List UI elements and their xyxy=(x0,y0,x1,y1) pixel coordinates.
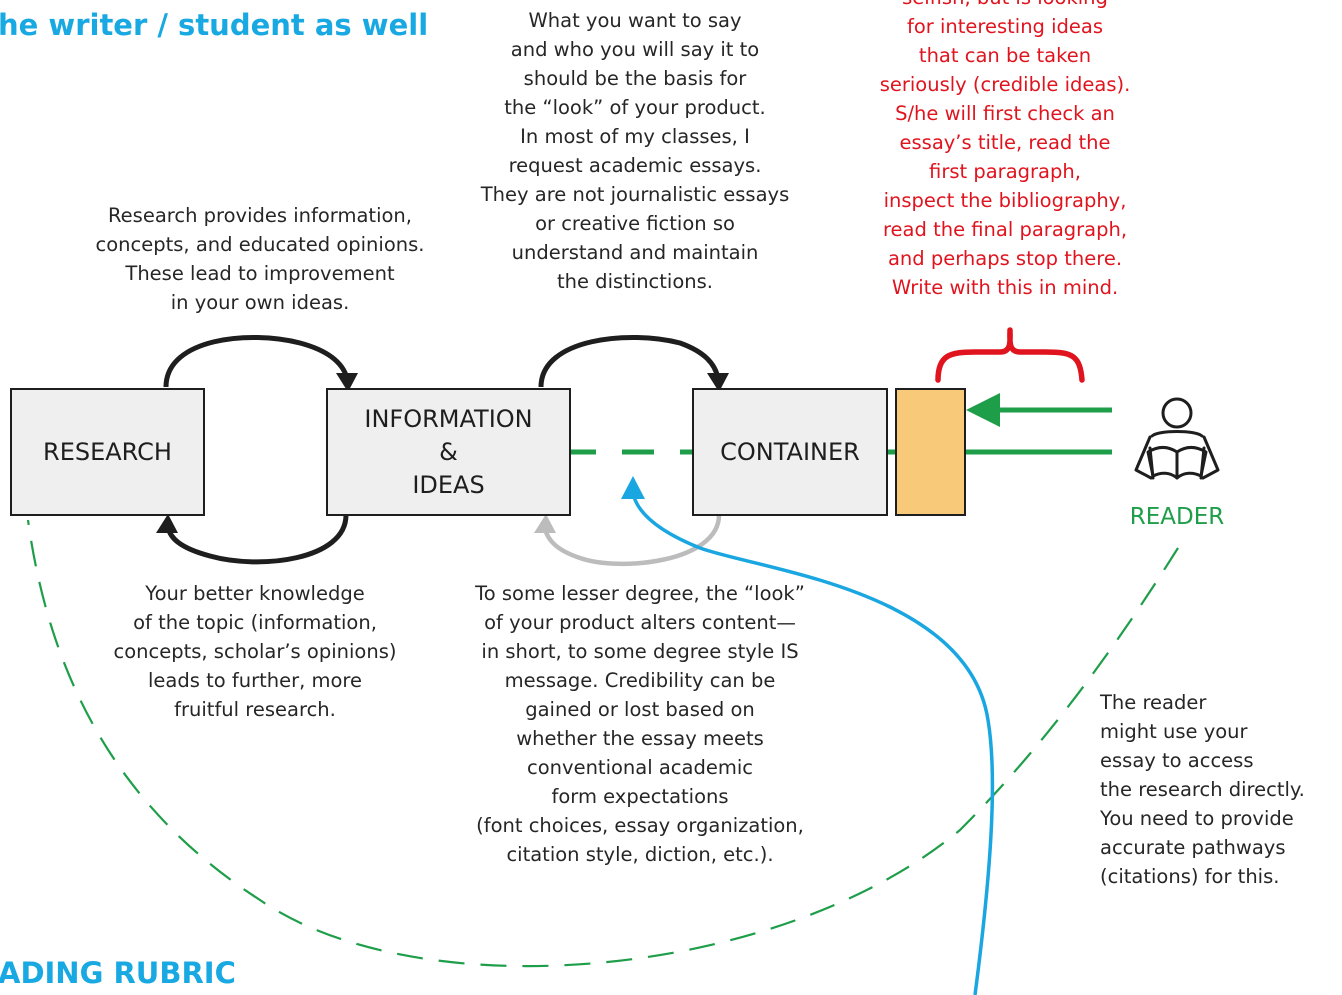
blue-feedback-curve xyxy=(632,496,995,995)
note-line: S/he will first check an xyxy=(895,102,1115,125)
red-curly-brace xyxy=(935,327,1085,383)
info-box-line-3: IDEAS xyxy=(412,470,485,499)
info-box-line-2: & xyxy=(439,437,458,466)
note-line: What you want to say xyxy=(528,9,742,32)
note-line: or creative fiction so xyxy=(535,212,735,235)
note-line: These lead to improvement xyxy=(125,262,395,285)
note-line: essay’s title, read the xyxy=(899,131,1111,154)
note-line: the distinctions. xyxy=(556,270,713,293)
research-box: RESEARCH xyxy=(10,388,205,516)
note-line: concepts, and educated opinions. xyxy=(95,233,425,256)
reader-red-note: selfish, but is looking for interesting … xyxy=(835,0,1175,302)
note-line: leads to further, more xyxy=(147,669,363,692)
note-line: gained or lost based on xyxy=(525,698,755,721)
note-line: You need to provide xyxy=(1100,807,1294,830)
note-line: that can be taken xyxy=(918,44,1092,67)
note-line: the research directly. xyxy=(1100,778,1305,801)
note-line: accurate pathways xyxy=(1100,836,1286,859)
grading-rubric-heading: ADING RUBRIC xyxy=(0,956,236,990)
note-line: Your better knowledge xyxy=(145,582,365,605)
note-line: concepts, scholar’s opinions) xyxy=(113,640,397,663)
research-box-label: RESEARCH xyxy=(43,437,172,466)
note-line: of your product alters content— xyxy=(484,611,796,634)
note-line: first paragraph, xyxy=(929,160,1081,183)
note-line: They are not journalistic essays xyxy=(480,183,790,206)
note-line: might use your xyxy=(1100,720,1248,743)
info-to-container-arrowhead xyxy=(707,373,729,392)
container-cover-block xyxy=(895,388,966,516)
note-line: inspect the bibliography, xyxy=(883,189,1127,212)
note-line: should be the basis for xyxy=(523,67,747,90)
note-line: Research provides information, xyxy=(108,204,412,227)
note-line: The reader xyxy=(1100,691,1207,714)
note-line: In most of my classes, I xyxy=(520,125,750,148)
note-line: and perhaps stop there. xyxy=(887,247,1123,270)
note-line: conventional academic xyxy=(527,756,753,779)
container-to-info-grey-arrowhead xyxy=(534,514,556,533)
note-line: understand and maintain xyxy=(511,241,759,264)
information-ideas-box: INFORMATION & IDEAS xyxy=(326,388,571,516)
note-line: (citations) for this. xyxy=(1100,865,1280,888)
research-to-info-arrow xyxy=(163,334,350,388)
container-below-note: To some lesser degree, the “look” of you… xyxy=(440,579,840,869)
info-to-research-arrow xyxy=(165,514,349,565)
info-to-container-arrow xyxy=(538,334,721,388)
reader-label: READER xyxy=(1129,504,1225,530)
note-line: of the topic (information, xyxy=(133,611,377,634)
note-line: (font choices, essay organization, xyxy=(476,814,804,837)
note-line: for interesting ideas xyxy=(906,15,1104,38)
note-line: read the final paragraph, xyxy=(882,218,1128,241)
reader-to-research-dashed-loop xyxy=(26,519,1179,968)
blue-feedback-arrowhead xyxy=(621,476,645,499)
note-line: Write with this in mind. xyxy=(891,276,1119,299)
research-below-note: Your better knowledge of the topic (info… xyxy=(80,579,430,724)
note-line: essay to access xyxy=(1100,749,1254,772)
note-line: To some lesser degree, the “look” xyxy=(475,582,805,605)
research-to-info-arrowhead xyxy=(336,373,358,392)
header-title: he writer / student as well xyxy=(0,8,429,42)
note-line: fruitful research. xyxy=(174,698,336,721)
note-line: message. Credibility can be xyxy=(504,669,776,692)
container-box: CONTAINER xyxy=(692,388,888,516)
note-line: and who you will say it to xyxy=(510,38,760,61)
container-to-info-grey-arrow xyxy=(542,514,722,567)
note-line: in short, to some degree style IS xyxy=(481,640,799,663)
note-line: in your own ideas. xyxy=(170,291,350,314)
reader-to-block-arrowhead xyxy=(966,393,1000,427)
container-above-note: What you want to say and who you will sa… xyxy=(455,6,815,296)
research-above-note: Research provides information, concepts,… xyxy=(60,201,460,317)
note-line: the “look” of your product. xyxy=(504,96,766,119)
note-line: request academic essays. xyxy=(508,154,762,177)
note-line: citation style, diction, etc.). xyxy=(506,843,774,866)
note-line: whether the essay meets xyxy=(516,727,764,750)
container-box-label: CONTAINER xyxy=(720,437,860,466)
note-line: form expectations xyxy=(551,785,729,808)
info-to-research-arrowhead xyxy=(156,514,178,533)
info-box-line-1: INFORMATION xyxy=(364,404,533,433)
reader-right-note: The reader might use your essay to acces… xyxy=(1100,688,1335,891)
note-line: seriously (credible ideas). xyxy=(879,73,1131,96)
note-line: selfish, but is looking xyxy=(835,0,1175,12)
